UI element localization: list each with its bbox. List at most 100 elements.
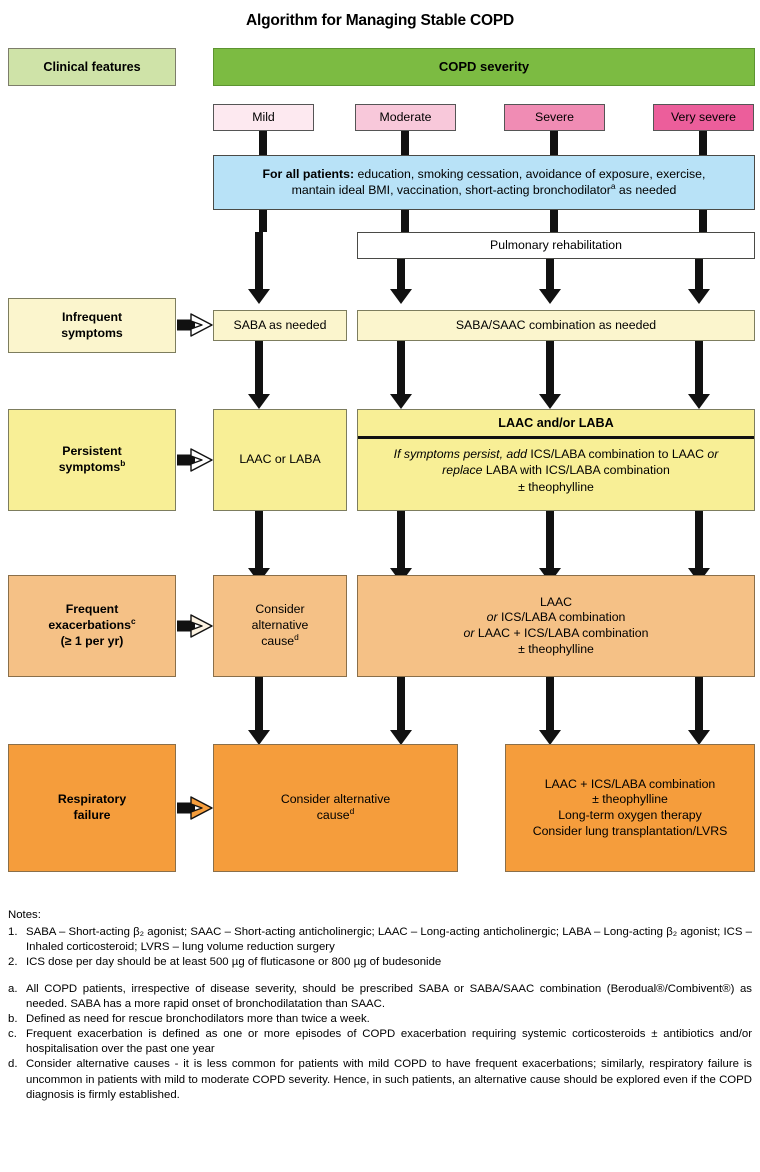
arrow-moderate-to-infrequent [390, 259, 412, 304]
note-item: 2. ICS dose per day should be at least 5… [8, 955, 752, 970]
note-text: Defined as need for rescue bronchodilato… [26, 1012, 370, 1025]
note-text: SABA – Short-acting β₂ agonist; SAAC – S… [26, 926, 752, 954]
connector-very-severe-allpat [699, 210, 707, 232]
arrow-frequent-to-respiratory-severe [539, 677, 561, 745]
connector-very-severe-top [699, 131, 707, 155]
row-label-respiratory-failure: Respiratory failure [8, 744, 176, 872]
respiratory-label-line2: failure [73, 808, 111, 822]
arrow-infrequent-to-persistent-mild [248, 341, 270, 409]
note-item: a. All COPD patients, irrespective of di… [8, 982, 752, 1012]
all-patients-line2-post: as needed [615, 182, 677, 197]
notes-section: Notes: 1. SABA – Short-acting β₂ agonist… [8, 908, 752, 1103]
frequent-mild-line1: Consider [255, 602, 305, 617]
note-item: c. Frequent exacerbation is defined as o… [8, 1027, 752, 1057]
all-patients-line-2: mantain ideal BMI, vaccination, short-ac… [291, 180, 677, 199]
treatment-frequent-mild: Consider alternative caused [213, 575, 347, 677]
arrow-persistent-to-frequent-very-severe [688, 511, 710, 583]
note-item: d. Consider alternative causes - it is l… [8, 1057, 752, 1102]
persistent-right-l2-italic: replace [442, 463, 483, 478]
treatment-frequent-right: LAAC or ICS/LABA combination or LAAC + I… [357, 575, 755, 677]
arrow-persistent-to-frequent-mild [248, 511, 270, 583]
persistent-right-l1-italic: If symptoms persist, add [393, 447, 527, 462]
connector-moderate-allpat [401, 210, 409, 232]
pulmonary-rehabilitation-label: Pulmonary rehabilitation [490, 237, 622, 252]
clinical-features-header: Clinical features [8, 48, 176, 86]
respiratory-label-line1: Respiratory [57, 792, 127, 807]
treatment-infrequent-mild-label: SABA as needed [233, 317, 327, 332]
persistent-right-line2: replace LABA with ICS/LABA combination [368, 462, 744, 478]
respiratory-right-line4: Consider lung transplantation/LVRS [532, 823, 728, 838]
treatment-infrequent-right-label: SABA/SAAC combination as needed [455, 317, 657, 332]
chevron-right-icon [190, 614, 213, 638]
note-text: Frequent exacerbation is defined as one … [26, 1028, 752, 1056]
arrow-infrequent-to-persistent-moderate [390, 341, 412, 409]
persistent-right-line3: ± theophylline [518, 479, 594, 494]
frequent-right-line4: ± theophylline [518, 641, 594, 656]
persistent-footnote-marker: b [120, 457, 126, 468]
arrow-mild-to-infrequent [248, 232, 270, 304]
treatment-persistent-mild: LAAC or LABA [213, 409, 347, 511]
persistent-right-header: LAAC and/or LABA [358, 410, 754, 440]
treatment-persistent-right: LAAC and/or LABA If symptoms persist, ad… [357, 409, 755, 511]
persistent-label-line2: symptoms [58, 460, 121, 474]
persistent-right-body: If symptoms persist, add ICS/LABA combin… [358, 439, 754, 503]
frequent-right-l3-text: LAAC + ICS/LABA combination [474, 626, 649, 640]
arrow-frequent-to-respiratory-very-severe [688, 677, 710, 745]
note-item: 1. SABA – Short-acting β₂ agonist; SAAC … [8, 925, 752, 955]
frequent-right-line1: LAAC [539, 594, 573, 609]
respiratory-mid-footnote-marker: d [349, 805, 355, 816]
all-patients-line2-pre: mantain ideal BMI, vaccination, short-ac… [291, 182, 611, 197]
chevron-right-icon [190, 313, 213, 337]
hollow-arrow-persistent [177, 447, 214, 473]
all-patients-footnote-marker: a [610, 180, 616, 191]
infrequent-label-line2: symptoms [61, 325, 123, 340]
severity-label-mild: Mild [252, 109, 275, 124]
frequent-mild-line3-wrap: caused [261, 631, 299, 650]
chevron-right-icon [190, 448, 213, 472]
arrow-infrequent-to-persistent-severe [539, 341, 561, 409]
respiratory-mid-line2-wrap: caused [317, 805, 355, 824]
note-marker: 2. [8, 956, 18, 969]
copd-severity-label: COPD severity [438, 58, 530, 74]
treatment-infrequent-right: SABA/SAAC combination as needed [357, 310, 755, 341]
connector-mild-allpat [259, 210, 267, 232]
frequent-footnote-marker: c [131, 616, 136, 627]
severity-label-very-severe: Very severe [671, 109, 736, 124]
frequent-mild-line2: alternative [251, 618, 309, 633]
note-marker: a. [8, 982, 18, 995]
note-marker: b. [8, 1012, 18, 1025]
severity-label-severe: Severe [535, 109, 574, 124]
page-title: Algorithm for Managing Stable COPD [246, 12, 514, 29]
persistent-right-l1-text: ICS/LABA combination to LAAC [526, 447, 708, 462]
connector-mild-top [259, 131, 267, 155]
pulmonary-rehabilitation-box: Pulmonary rehabilitation [357, 232, 755, 259]
clinical-features-label: Clinical features [43, 59, 141, 74]
treatment-respiratory-mid: Consider alternative caused [213, 744, 458, 872]
arrow-severe-to-infrequent [539, 259, 561, 304]
treatment-infrequent-mild: SABA as needed [213, 310, 347, 341]
note-text: ICS dose per day should be at least 500 … [26, 956, 442, 969]
frequent-mild-footnote-marker: d [294, 631, 299, 642]
frequent-right-l2-italic: or [486, 610, 498, 625]
connector-severe-allpat [550, 210, 558, 232]
hollow-arrow-respiratory [177, 795, 214, 821]
frequent-right-line2: or ICS/LABA combination [487, 610, 626, 626]
hollow-arrow-infrequent [177, 312, 214, 338]
frequent-right-l3-italic: or [463, 626, 475, 640]
arrow-frequent-to-respiratory-mild [248, 677, 270, 745]
arrow-very-severe-to-infrequent [688, 259, 710, 304]
arrow-persistent-to-frequent-moderate [390, 511, 412, 583]
respiratory-right-line1: LAAC + ICS/LABA combination [544, 776, 716, 791]
notes-heading: Notes: [8, 909, 41, 921]
all-patients-line1-text: education, smoking cessation, avoidance … [354, 166, 706, 181]
all-patients-line-1: For all patients: education, smoking ces… [263, 167, 706, 183]
frequent-label-line1: Frequent [65, 602, 119, 617]
frequent-mild-line3: cause [261, 633, 295, 648]
frequent-right-l2-text: ICS/LABA combination [497, 610, 626, 625]
arrow-frequent-to-respiratory-moderate [390, 677, 412, 745]
row-label-persistent-symptoms: Persistent symptomsb [8, 409, 176, 511]
severity-box-very-severe: Very severe [653, 104, 754, 131]
note-text: Consider alternative causes - it is less… [26, 1058, 752, 1101]
treatment-persistent-mild-label: LAAC or LABA [239, 452, 321, 467]
respiratory-right-line2: ± theophylline [592, 792, 668, 807]
